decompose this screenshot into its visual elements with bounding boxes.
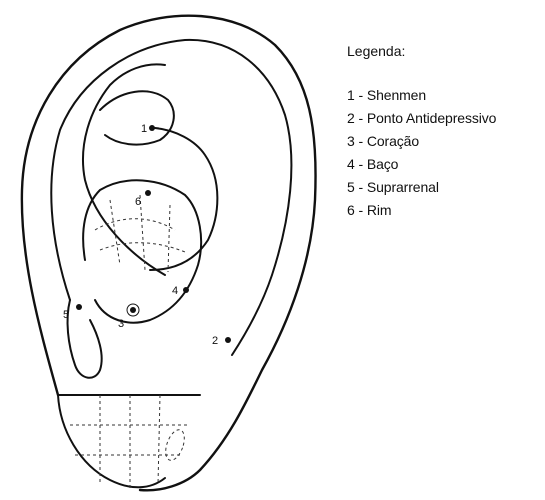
earlobe: [58, 395, 165, 487]
lobe-dashed-grid: [70, 395, 190, 490]
legend-item-shenmen: 1 - Shenmen: [347, 84, 545, 107]
point-dot-coracao: [130, 307, 136, 313]
point-number-suprarrenal: 5: [63, 309, 69, 321]
point-dot-antidepressivo: [225, 337, 231, 343]
legend-item-rim: 6 - Rim: [347, 199, 545, 222]
point-dot-shenmen: [149, 125, 155, 131]
legend-item-coracao: 3 - Coração: [347, 130, 545, 153]
lobe-oval: [162, 427, 188, 463]
legend-item-suprarrenal: 5 - Suprarrenal: [347, 176, 545, 199]
antihelix-lower-body: [150, 128, 217, 270]
point-dot-rim: [145, 190, 151, 196]
point-number-antidepressivo: 2: [212, 335, 218, 347]
legend: Legenda: 1 - Shenmen 2 - Ponto Antidepre…: [347, 40, 545, 222]
legend-title: Legenda:: [347, 40, 545, 63]
legend-list: 1 - Shenmen 2 - Ponto Antidepressivo 3 -…: [347, 84, 545, 222]
tragus: [68, 300, 102, 378]
legend-item-baco: 4 - Baço: [347, 153, 545, 176]
point-number-coracao: 3: [118, 318, 124, 330]
legend-item-antidepressivo: 2 - Ponto Antidepressivo: [347, 107, 545, 130]
point-dot-suprarrenal: [76, 304, 82, 310]
point-number-baco: 4: [172, 285, 178, 297]
triangular-fossa: [100, 91, 174, 144]
point-number-rim: 6: [135, 196, 141, 208]
point-dot-baco: [183, 287, 189, 293]
point-number-shenmen: 1: [141, 123, 147, 135]
